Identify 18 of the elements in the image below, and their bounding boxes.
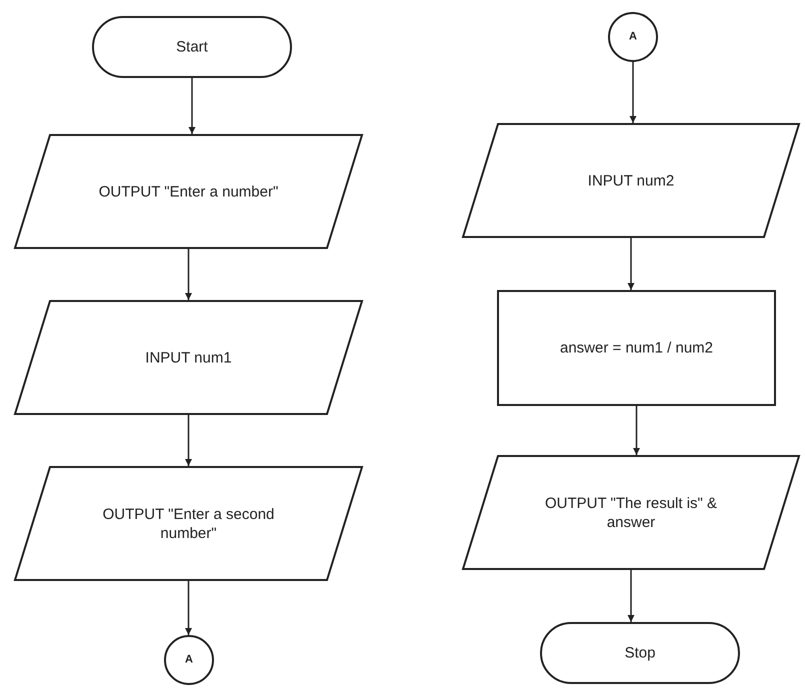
arrow	[185, 415, 192, 466]
node-text: answer = num1 / num2	[559, 338, 714, 358]
node-text: OUTPUT "The result is" & answer	[544, 494, 718, 532]
connector-label: A	[629, 30, 637, 44]
arrow	[633, 406, 640, 455]
arrow	[185, 581, 192, 635]
node-text: INPUT num2	[586, 171, 676, 190]
node-text: OUTPUT "Enter a number"	[98, 182, 280, 201]
arrow	[630, 62, 636, 123]
node-text: Start	[175, 38, 209, 56]
node-text: Stop	[624, 644, 656, 662]
arrow	[628, 238, 634, 290]
connector-label: A	[185, 652, 193, 668]
arrow	[628, 570, 634, 622]
arrow	[185, 249, 192, 300]
arrow	[188, 78, 196, 134]
node-text: OUTPUT "Enter a second number"	[102, 504, 276, 542]
node-text: INPUT num1	[144, 348, 233, 367]
